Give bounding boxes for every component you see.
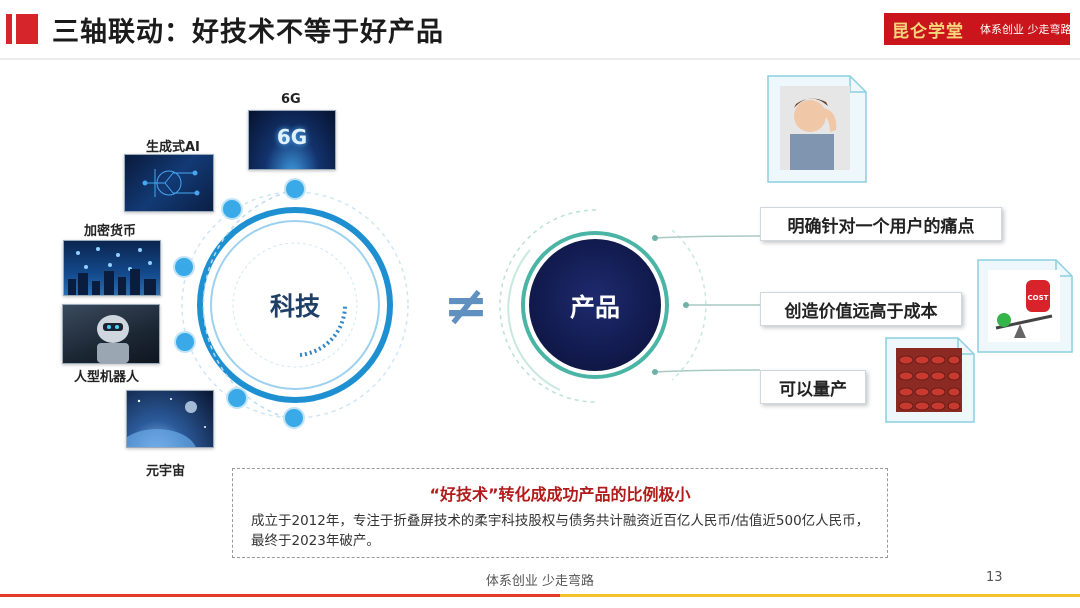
tech-node xyxy=(221,198,243,220)
footer-slogan: 体系创业 少走弯路 xyxy=(485,574,595,589)
product-left-arc xyxy=(507,249,561,391)
footer-line-yellow xyxy=(560,594,1080,597)
mass-production-icon xyxy=(885,337,975,423)
robot-icon xyxy=(97,315,129,363)
tech-node xyxy=(284,178,306,200)
product-tag-pain-point: 明确针对一个用户的痛点 xyxy=(760,207,1002,241)
planet-icon xyxy=(127,398,206,447)
connector-line xyxy=(654,235,761,239)
product-ring-group xyxy=(499,209,707,403)
case-study-body: 成立于2012年，专注于折叠屏技术的柔宇科技股权与债务共计融资近百亿人民币/估值… xyxy=(251,513,870,549)
tech-nodes xyxy=(173,178,306,429)
product-right-dashed-arc xyxy=(671,229,707,381)
tech-thumb-genai xyxy=(124,154,214,212)
tech-inner-arc xyxy=(299,304,348,357)
cost-text: COST xyxy=(1028,294,1049,302)
tech-label-metaverse: 元宇宙 xyxy=(146,464,186,479)
product-tag-mass-production: 可以量产 xyxy=(760,370,866,404)
thumb-6g-text: 6G xyxy=(276,125,308,149)
tech-node xyxy=(226,387,248,409)
not-equal-symbol: ≠ xyxy=(443,274,489,337)
logo-name: 昆仑学堂 xyxy=(892,21,964,42)
product-center-label: 产品 xyxy=(569,293,620,322)
tech-core-dashed-ring xyxy=(232,242,358,368)
case-study-box: “好技术”转化成成功产品的比例极小 成立于2012年，专注于折叠屏技术的柔宇科技… xyxy=(232,468,888,558)
footer-line-red xyxy=(0,594,560,597)
tech-node xyxy=(174,331,196,353)
tech-node xyxy=(173,256,195,278)
page-number: 13 xyxy=(986,570,1003,585)
frustrated-boy-icon xyxy=(767,75,867,183)
tech-main-ring xyxy=(197,207,393,403)
image-frustrated-boy xyxy=(766,74,868,184)
case-study-title: “好技术”转化成成功产品的比例极小 xyxy=(429,485,691,504)
tech-thumb-crypto xyxy=(63,240,161,296)
tech-node xyxy=(283,407,305,429)
connector-line xyxy=(654,369,761,373)
tech-label-6g: 6G xyxy=(281,92,301,107)
cost-scale-icon: COST xyxy=(977,259,1073,353)
tech-label-crypto: 加密货币 xyxy=(84,224,137,239)
image-cost-scale: COST xyxy=(976,258,1074,354)
brand-logo: 昆仑学堂 体系创业 少走弯路 xyxy=(884,13,1072,45)
product-left-dashed-arc xyxy=(499,209,597,403)
product-teal-ring xyxy=(521,231,669,379)
header-accent-bar xyxy=(6,14,12,44)
logo-slogan: 体系创业 少走弯路 xyxy=(980,23,1072,36)
tech-thumb-metaverse xyxy=(126,390,214,448)
circuit-brain-icon xyxy=(142,169,200,197)
header-accent-block xyxy=(16,14,38,44)
product-connectors xyxy=(652,235,761,375)
tech-thumb-6g: 6G xyxy=(248,110,336,170)
network-city-icon xyxy=(68,247,156,295)
tech-thumb-robot xyxy=(62,304,160,364)
tech-label-robot: 人型机器人 xyxy=(74,370,140,385)
header-divider xyxy=(0,58,1080,60)
page-title: 三轴联动：好技术不等于好产品 xyxy=(52,17,444,48)
tech-label-genai: 生成式AI xyxy=(146,140,200,155)
tech-inner-ring xyxy=(210,220,380,390)
tech-center-label: 科技 xyxy=(269,292,320,321)
image-mass-production xyxy=(884,336,976,424)
product-tag-value-cost: 创造价值远高于成本 xyxy=(760,292,962,326)
product-core xyxy=(529,239,661,371)
